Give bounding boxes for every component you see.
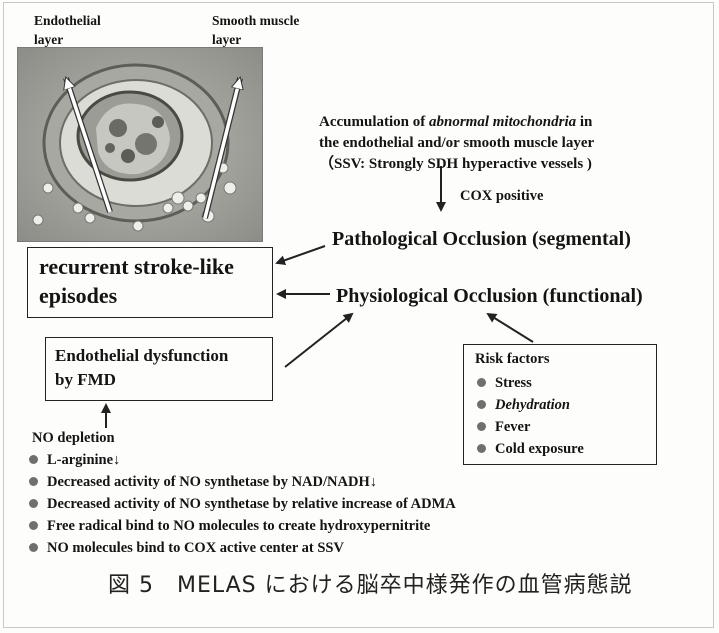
- risk-factors-box: Risk factors Stress Dehydration Fever Co…: [463, 344, 657, 465]
- figure-caption: 図 5 MELAS における脳卒中様発作の血管病態説: [108, 567, 633, 599]
- endothelial-dysfunction-text: Endothelial dysfunction by FMD: [55, 344, 228, 392]
- no-depletion-item: Free radical bind to NO molecules to cre…: [29, 518, 430, 535]
- endothelial-pointer-arrow: [66, 78, 110, 212]
- bullet-icon: [477, 400, 486, 409]
- pathological-to-stroke-arrow: [277, 246, 325, 263]
- risk-item: Dehydration: [477, 397, 570, 414]
- no-depletion-item: Decreased activity of NO synthetase by r…: [29, 496, 456, 513]
- bullet-icon: [29, 521, 38, 530]
- no-depletion-title: NO depletion: [32, 430, 115, 447]
- pathological-occlusion-label: Pathological Occlusion (segmental): [332, 228, 631, 251]
- endothelial-dysfunction-box: Endothelial dysfunction by FMD: [45, 337, 273, 401]
- smooth-muscle-pointer-arrow: [205, 78, 240, 218]
- bullet-icon: [29, 499, 38, 508]
- cox-positive-label: COX positive: [460, 188, 543, 205]
- risk-item: Fever: [477, 419, 530, 436]
- no-depletion-item: NO molecules bind to COX active center a…: [29, 540, 344, 557]
- endothelial-to-physiological-arrow: [285, 314, 352, 367]
- bullet-icon: [477, 444, 486, 453]
- risk-factors-title: Risk factors: [475, 351, 550, 368]
- risk-item: Stress: [477, 375, 532, 392]
- physiological-occlusion-label: Physiological Occlusion (functional): [336, 285, 643, 308]
- bullet-icon: [477, 422, 486, 431]
- bullet-icon: [477, 378, 486, 387]
- stroke-episodes-box: recurrent stroke-like episodes: [27, 247, 273, 318]
- accumulation-text: Accumulation of abnormal mitochondria in…: [319, 112, 594, 175]
- bullet-icon: [29, 477, 38, 486]
- bullet-icon: [29, 543, 38, 552]
- risk-to-physiological-arrow: [488, 314, 533, 342]
- no-depletion-item: L-arginine↓: [29, 452, 120, 469]
- no-depletion-item: Decreased activity of NO synthetase by N…: [29, 474, 377, 491]
- stroke-episodes-text: recurrent stroke-like episodes: [39, 252, 234, 310]
- risk-item: Cold exposure: [477, 441, 584, 458]
- bullet-icon: [29, 455, 38, 464]
